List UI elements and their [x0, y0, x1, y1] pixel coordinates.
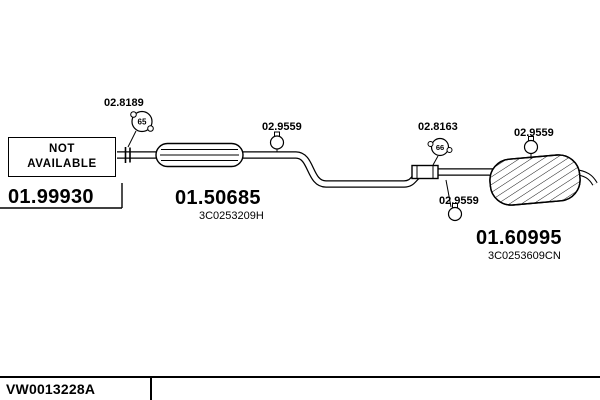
middle-clamp-icon — [269, 131, 285, 152]
front-gasket-icon: 65 — [127, 110, 154, 148]
not-available-line1: NOT — [48, 143, 76, 156]
rear-joint-gasket-size-label: 66 — [436, 143, 444, 152]
fitting-number-rear-top-clamp: 02.9559 — [514, 127, 554, 139]
fitting-number-rear-bottom-clamp: 02.9559 — [439, 195, 479, 207]
part-number-rear-muffler: 01.60995 — [476, 227, 562, 249]
rear-muffler-shape — [489, 154, 581, 206]
front-flange — [124, 147, 131, 163]
title-block-frame — [0, 376, 600, 400]
oem-ref-middle-muffler: 3C0253209H — [199, 210, 264, 222]
front-gasket-size-label: 65 — [138, 118, 147, 127]
rear-top-clamp-icon — [523, 136, 539, 159]
rear-bottom-clamp-icon — [445, 179, 463, 222]
rear-joint-gasket-icon: 66 — [427, 137, 453, 166]
not-available-line2: AVAILABLE — [27, 158, 97, 170]
fitting-number-middle-clamp: 02.9559 — [262, 121, 302, 133]
left-cell-frame — [0, 183, 123, 209]
part-number-front-section: 01.99930 — [8, 186, 94, 208]
drawing-code: VW0013228A — [6, 381, 96, 397]
middle-muffler-shape — [155, 142, 244, 168]
part-number-middle-muffler: 01.50685 — [175, 187, 261, 209]
oem-ref-rear-muffler: 3C0253609CN — [488, 250, 561, 262]
fitting-number-front-gasket: 02.8189 — [104, 97, 144, 109]
pipe-sleeve-joint — [411, 164, 439, 180]
fitting-number-rear-joint-gasket: 02.8163 — [418, 121, 458, 133]
not-available-box: NOT AVAILABLE — [8, 137, 116, 177]
